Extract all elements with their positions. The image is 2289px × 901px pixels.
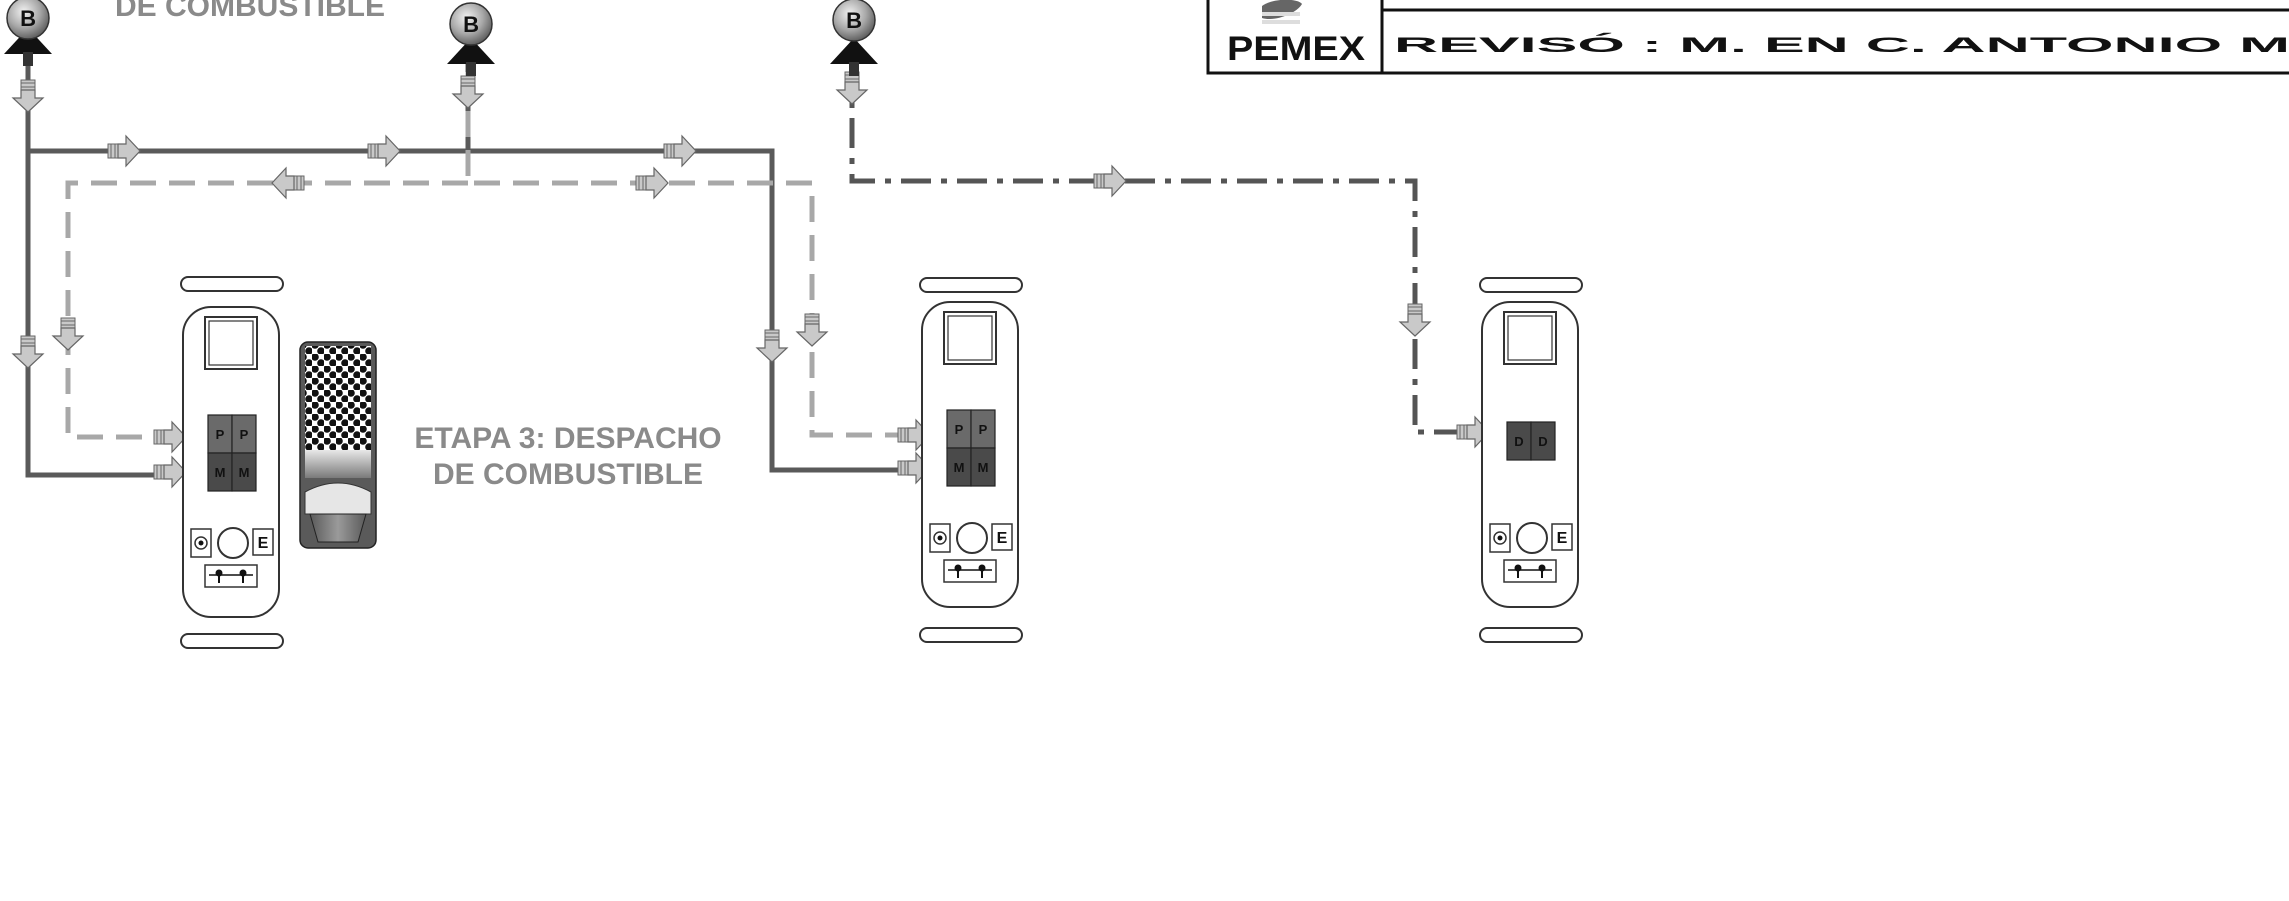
- stage-label-line1: ETAPA 3: DESPACHO: [414, 422, 721, 455]
- pemex-logo-text: PEMEX: [1227, 30, 1365, 68]
- pump-label: B: [463, 12, 479, 37]
- pemex-logo: PEMEX: [1227, 0, 1365, 68]
- pump: B: [830, 0, 878, 76]
- stage-label-line2: DE COMBUSTIBLE: [433, 458, 703, 491]
- dispenser-button-label: E: [1557, 530, 1568, 547]
- pipe-dashed: [65, 72, 930, 440]
- dispenser: D D E: [1479, 277, 1583, 643]
- nozzle-label: P: [216, 427, 225, 442]
- pump-label: B: [20, 6, 36, 31]
- nozzle-label: M: [954, 460, 965, 475]
- nozzle-panel: D D: [1506, 421, 1556, 461]
- reviewer-text: REVISÓ : M. EN C. ANTONIO M: [1394, 33, 2289, 57]
- nozzle-label: D: [1538, 434, 1547, 449]
- nozzle-label: P: [955, 422, 964, 437]
- car: [299, 341, 377, 549]
- nozzle-label: M: [215, 465, 226, 480]
- nozzle-panel: P P M M: [946, 409, 996, 487]
- nozzle-label: M: [239, 465, 250, 480]
- dispenser: P P M M E: [180, 276, 284, 649]
- pipe-dashdot: [849, 62, 1485, 435]
- nozzle-panel: P P M M: [207, 414, 257, 492]
- dispenser-button-label: E: [997, 530, 1008, 547]
- top-cut-label: DE COMBUSTIBLE: [115, 0, 385, 23]
- nozzle-label: M: [978, 460, 989, 475]
- nozzle-label: P: [979, 422, 988, 437]
- nozzle-label: D: [1514, 434, 1523, 449]
- nozzle-label: P: [240, 427, 249, 442]
- pipe-solid: [25, 62, 930, 478]
- pump: B: [447, 2, 495, 76]
- dispenser-button-label: E: [258, 535, 269, 552]
- pump: B: [4, 0, 52, 66]
- pump-label: B: [846, 8, 862, 33]
- title-block: PEMEX REVISÓ : M. EN C. ANTONIO M: [1206, 0, 2289, 75]
- dispenser: P P M M E: [919, 277, 1023, 643]
